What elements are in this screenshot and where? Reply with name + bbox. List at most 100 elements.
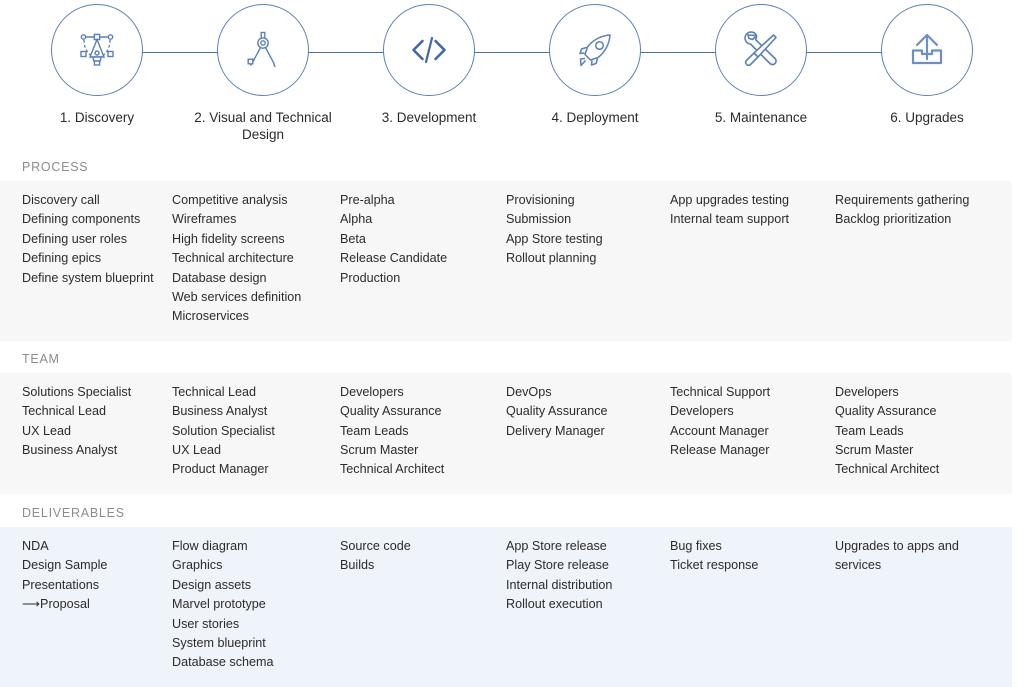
list-item: Technical Lead	[172, 384, 257, 399]
list-item: Release Manager	[670, 443, 770, 458]
list-item: Web services definition	[172, 290, 302, 305]
stage-icon-circle[interactable]	[51, 4, 143, 96]
list-item: High fidelity screens	[172, 231, 285, 246]
list-item: Solution Specialist	[172, 423, 275, 438]
timeline-stage-5[interactable]: 5. Maintenance	[678, 4, 927, 143]
list-item: Source code	[340, 538, 411, 553]
stage-label: 1. Discovery	[59, 110, 135, 125]
list-item: Requirements gathering	[835, 193, 970, 207]
list-item: Defining components	[22, 212, 141, 227]
stage-label: 4. Deployment	[551, 110, 639, 125]
list-item: Wireframes	[172, 212, 237, 227]
list-item: Discovery call	[22, 193, 100, 207]
list-item: Competitive analysis	[172, 193, 288, 207]
pen-tool-icon	[74, 27, 120, 73]
list-item: Production	[340, 270, 401, 285]
list-item: Technical Architect	[835, 462, 940, 477]
list-item: Technical Architect	[340, 462, 445, 477]
list-item: Presentations	[22, 577, 100, 592]
list-item: Developers	[835, 384, 899, 399]
list-item: App Store release	[506, 538, 607, 553]
list-item: Ticket response	[670, 558, 759, 573]
list-item: Alpha	[340, 212, 373, 227]
list-item: Business Analyst	[22, 443, 118, 458]
list-item: Design assets	[172, 577, 252, 592]
timeline-stage-6[interactable]: 6. Upgrades	[844, 4, 1010, 143]
stage-label: 2. Visual and Technical Design	[194, 110, 332, 142]
section-title: PROCESS	[22, 160, 89, 174]
list-item: Submission	[506, 212, 572, 227]
stage-icon-circle[interactable]	[715, 4, 807, 96]
list-item: Scrum Master	[835, 443, 914, 458]
list-item: ⟶Proposal	[22, 597, 90, 612]
list-item: Flow diagram	[172, 538, 248, 553]
timeline-connector	[595, 52, 761, 53]
list-item: Business Analyst	[172, 404, 268, 419]
stage-icon-circle[interactable]	[383, 4, 475, 96]
timeline-connector	[263, 52, 429, 53]
timeline-stage-1[interactable]: 1. Discovery	[14, 4, 263, 143]
list-item: UX Lead	[22, 423, 72, 438]
list-item: Developers	[670, 404, 734, 419]
stage-icon-circle[interactable]	[881, 4, 973, 96]
list-item: Database schema	[172, 655, 274, 670]
list-item: Builds	[340, 558, 375, 573]
stage-label: 5. Maintenance	[714, 110, 808, 125]
list-item: Database design	[172, 270, 267, 285]
stage-label: 3. Development	[381, 110, 477, 125]
list-item: Technical Support	[670, 384, 771, 399]
list-item: Rollout planning	[506, 251, 597, 266]
timeline-stage-3[interactable]: 3. Development	[346, 4, 595, 143]
list-item: Scrum Master	[340, 443, 419, 458]
list-item: Product Manager	[172, 462, 269, 477]
list-item: Provisioning	[506, 193, 575, 207]
list-item: App Store testing	[506, 231, 603, 246]
list-item: Quality Assurance	[506, 404, 608, 419]
list-item: UX Lead	[172, 443, 222, 458]
timeline-stage-2[interactable]: 2. Visual and Technical Design	[180, 4, 429, 143]
timeline-connector	[761, 52, 927, 53]
list-item: Beta	[340, 231, 366, 246]
wrench-screwdriver-icon	[738, 27, 784, 73]
list-item: Defining epics	[22, 251, 102, 266]
timeline-stage-row: 1. Discovery 2. Vi	[14, 0, 1010, 143]
timeline-connector	[429, 52, 595, 53]
list-item: User stories	[172, 616, 240, 631]
list-item: Developers	[340, 384, 404, 399]
column-upgrades: Upgrades to apps and services	[835, 537, 1012, 673]
list-item: Internal distribution	[506, 577, 613, 592]
section-band: Solutions Specialist Technical Lead UX Lea…	[0, 372, 1012, 494]
section-title: TEAM	[22, 351, 60, 366]
list-item: Team Leads	[340, 423, 409, 438]
list-item: Graphics	[172, 558, 223, 573]
timeline-stage-4[interactable]: 4. Deployment	[512, 4, 761, 143]
list-item: Rollout execution	[506, 597, 603, 612]
list-item: Quality Assurance	[835, 404, 937, 419]
list-item: Solutions Specialist	[22, 384, 132, 399]
stage-icon-circle[interactable]	[217, 4, 309, 96]
stage-label: 6. Upgrades	[890, 110, 964, 125]
list-item: Backlog prioritization	[835, 212, 952, 227]
list-item: Release Candidate	[340, 251, 448, 266]
section-title: DELIVERABLES	[22, 505, 125, 520]
compass-icon	[240, 27, 286, 73]
stage-icon-circle[interactable]	[549, 4, 641, 96]
list-item: App upgrades testing	[670, 193, 790, 207]
